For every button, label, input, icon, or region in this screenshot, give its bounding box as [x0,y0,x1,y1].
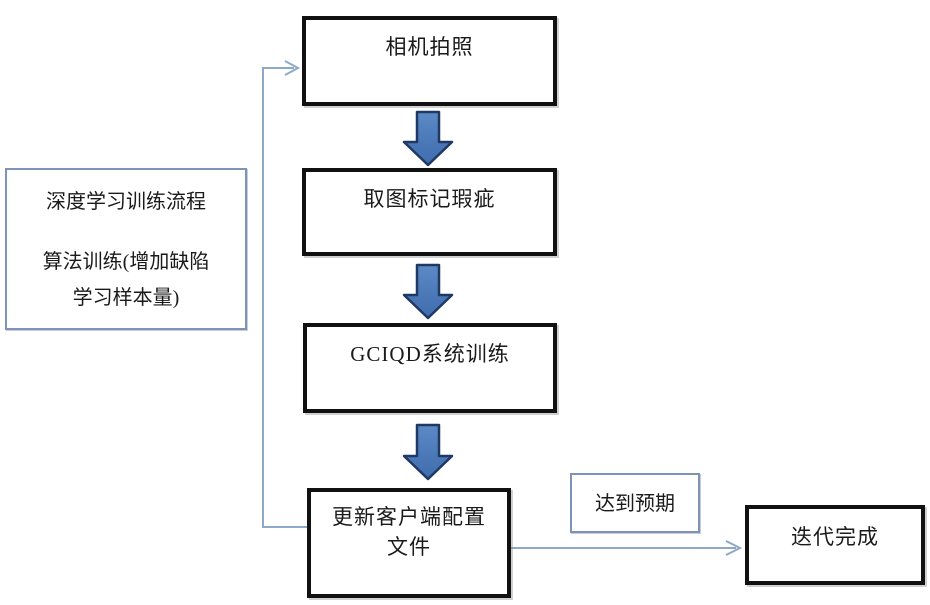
condition-label-box: 达到预期 [570,473,700,533]
description-spacer [7,220,245,244]
node-iteration-complete: 迭代完成 [745,505,925,585]
node-label: 相机拍照 [385,35,474,59]
arrowhead-right-icon [284,60,301,76]
description-line-3: 学习样本量) [72,287,180,309]
feedback-connector [262,60,307,528]
node-label: GCIQD系统训练 [350,342,510,366]
node-label-line-2: 文件 [387,535,431,560]
down-block-arrow-2-icon [402,263,454,320]
down-block-arrow-3-icon [402,423,454,481]
node-gciqd-training: GCIQD系统训练 [303,323,557,413]
description-box: 深度学习训练流程 算法训练(增加缺陷 学习样本量) [5,168,247,330]
node-label-line-1: 更新客户端配置 [332,505,486,529]
node-camera-capture: 相机拍照 [302,16,557,106]
node-label: 迭代完成 [791,525,879,549]
node-label: 取图标记瑕疵 [363,187,496,211]
description-line-1: 深度学习训练流程 [46,191,206,213]
node-mark-defects: 取图标记瑕疵 [302,168,557,256]
arrowhead-right-icon [725,540,743,556]
condition-label: 达到预期 [595,493,675,515]
description-line-2: 算法训练(增加缺陷 [42,251,210,273]
success-connector [511,540,743,556]
down-block-arrow-1-icon [402,110,454,167]
node-update-client-config: 更新客户端配置 文件 [307,488,511,598]
